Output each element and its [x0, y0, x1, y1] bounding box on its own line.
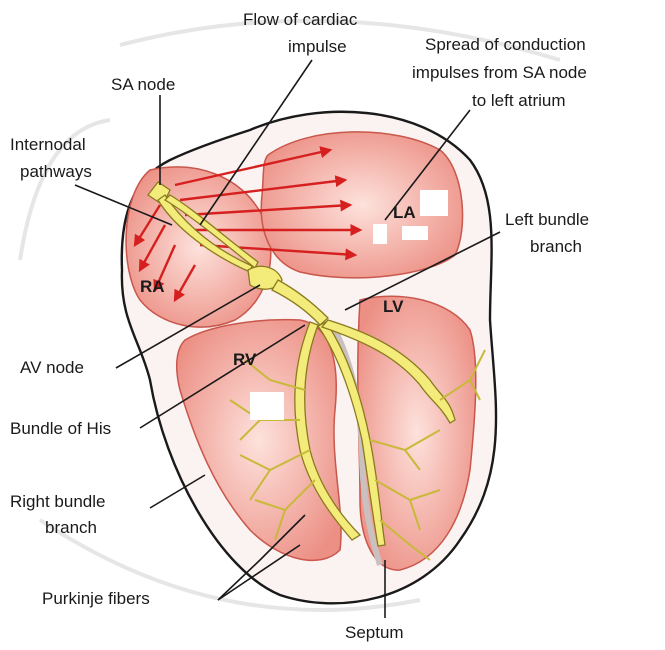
- blank-patch: [250, 392, 284, 420]
- label-right-bundle-line1: Right bundle: [10, 492, 105, 511]
- label-left-bundle-line1: Left bundle: [505, 210, 589, 229]
- label-purkinje: Purkinje fibers: [42, 589, 150, 608]
- label-rv: RV: [233, 350, 257, 369]
- label-spread-line1: Spread of conduction: [425, 35, 586, 54]
- label-spread-line2: impulses from SA node: [412, 63, 587, 82]
- label-la: LA: [393, 203, 416, 222]
- label-av-node: AV node: [20, 358, 84, 377]
- label-flow-line1: Flow of cardiac: [243, 10, 358, 29]
- label-lv: LV: [383, 297, 404, 316]
- label-sa-node: SA node: [111, 75, 175, 94]
- label-internodal-line1: Internodal: [10, 135, 86, 154]
- label-spread-line3: to left atrium: [472, 91, 566, 110]
- label-flow-line2: impulse: [288, 37, 347, 56]
- label-bundle-his: Bundle of His: [10, 419, 111, 438]
- right-ventricle: [177, 320, 341, 561]
- label-left-bundle-line2: branch: [530, 237, 582, 256]
- label-internodal-line2: pathways: [20, 162, 92, 181]
- blank-patch: [373, 224, 387, 244]
- label-septum: Septum: [345, 623, 404, 642]
- blank-patch: [402, 226, 428, 240]
- blank-patch: [420, 190, 448, 216]
- label-right-bundle-line2: branch: [45, 518, 97, 537]
- label-ra: RA: [140, 277, 165, 296]
